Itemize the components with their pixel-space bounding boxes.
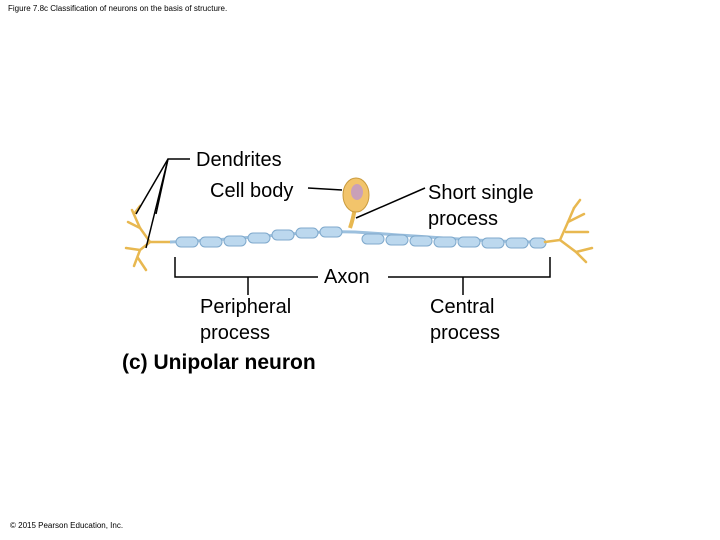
copyright-notice: © 2015 Pearson Education, Inc. xyxy=(10,521,124,530)
central-process-label-line2: process xyxy=(430,322,501,344)
axon-bracket xyxy=(174,257,551,295)
axon-label: Axon xyxy=(324,266,370,288)
short-single-process-label-line1: Short single xyxy=(428,182,534,204)
figure-caption: Figure 7.8c Classification of neurons on… xyxy=(8,4,228,13)
peripheral-process-label-line2: process xyxy=(200,322,271,344)
peripheral-process-label: Peripheral process xyxy=(200,294,291,346)
central-process-label-line1: Central xyxy=(430,296,495,318)
cell-body-label: Cell body xyxy=(210,180,294,202)
peripheral-process-label-line1: Peripheral xyxy=(200,296,292,318)
short-single-process-leader-line xyxy=(355,187,426,219)
central-process-label: Central process xyxy=(430,294,500,346)
nucleus xyxy=(351,184,363,200)
diagram-title: (c) Unipolar neuron xyxy=(122,351,316,374)
dendrites-leader-lines xyxy=(135,158,190,249)
right-dendrites xyxy=(543,198,594,264)
short-single-process-label: Short single process xyxy=(428,180,534,232)
dendrites-label: Dendrites xyxy=(196,149,282,171)
cell-body-leader-line xyxy=(307,187,343,191)
short-single-process-label-line2: process xyxy=(428,208,499,230)
myelin-sheath xyxy=(175,226,547,249)
left-dendrites xyxy=(124,204,172,272)
